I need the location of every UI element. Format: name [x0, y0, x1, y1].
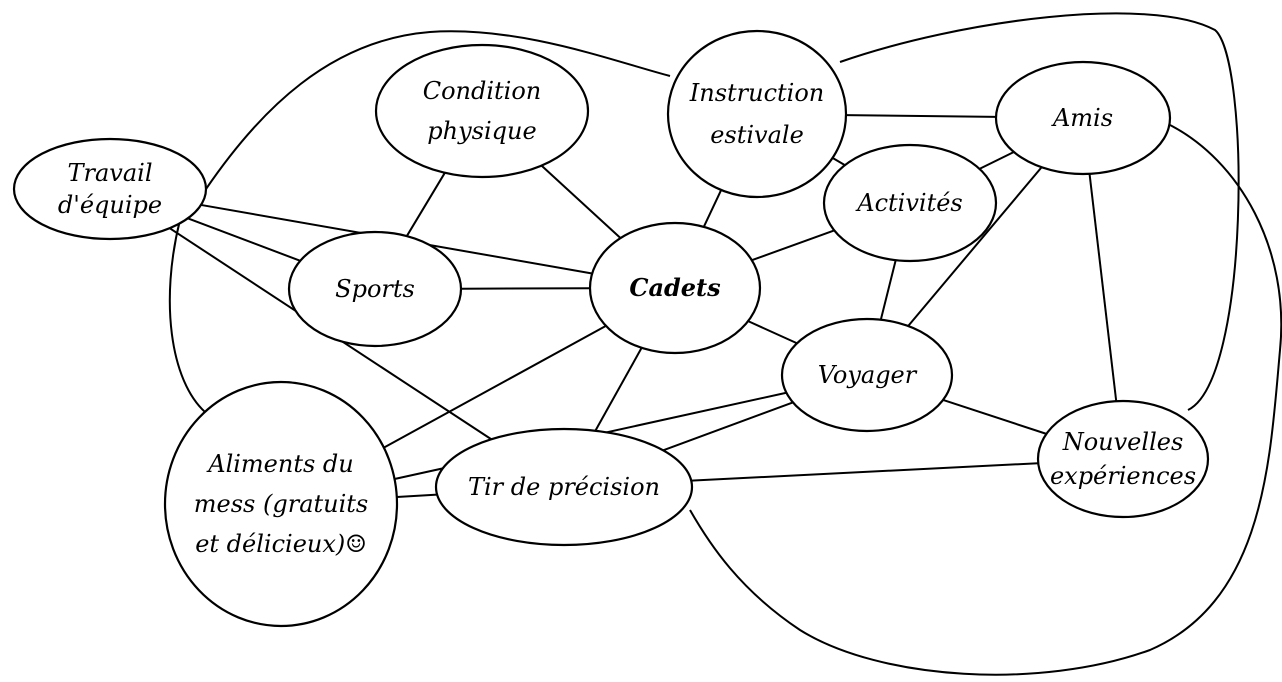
node-ellipse-sports	[287, 230, 463, 348]
edge-cadets-voyager	[747, 320, 798, 345]
node-label-aliments-line-2: et délicieux)☺	[195, 530, 367, 558]
edge-voyager-tir	[662, 401, 794, 452]
edge-amis-voyager	[907, 166, 1043, 327]
node-label-cadets-line-0: Cadets	[629, 273, 721, 302]
node-amis: Amis	[994, 60, 1172, 176]
node-label-tir-line-0: Tir de précision	[468, 473, 660, 501]
node-activites: Activités	[822, 143, 998, 263]
edge-instruction-activites	[832, 157, 846, 166]
node-travail: Travail d'équipe	[12, 137, 208, 241]
nodes-layer: Travail d'équipe Condition physique Instruct…	[12, 29, 1210, 628]
node-ellipse-voyager	[780, 317, 954, 433]
node-label-condition-line-1: physique	[427, 117, 536, 145]
node-label-amis-line-0: Amis	[1051, 104, 1113, 132]
edge-activites-voyager	[879, 259, 897, 320]
edge-aliments-tir	[396, 493, 438, 499]
node-label-condition-line-0: Condition	[423, 77, 542, 105]
node-voyager: Voyager	[780, 317, 954, 433]
edge-instruction-nouvelles	[839, 12, 1240, 411]
node-ellipse-amis	[994, 60, 1172, 176]
edge-instruction-cadets	[702, 189, 723, 228]
node-condition: Condition physique	[374, 43, 590, 179]
edge-voyager-nouvelles	[942, 399, 1047, 435]
node-label-nouvelles-line-1: expériences	[1050, 462, 1196, 490]
node-aliments: Aliments du mess (gratuits et délicieux)☺	[163, 380, 399, 628]
edge-travail-aliments	[168, 219, 206, 413]
node-cadets: Cadets	[588, 221, 762, 355]
edge-travail-instruction	[205, 30, 671, 190]
node-label-aliments-line-0: Aliments du	[206, 450, 354, 478]
edge-travail-sports	[187, 217, 301, 262]
node-label-activites-line-0: Activités	[855, 189, 963, 217]
node-ellipse-travail	[12, 137, 208, 241]
node-label-instruction-line-0: Instruction	[689, 79, 825, 107]
edge-amis-nouvelles	[1088, 173, 1118, 402]
edge-condition-cadets	[540, 164, 622, 239]
edge-amis-tir	[689, 123, 1282, 676]
node-label-aliments-line-1: mess (gratuits	[194, 490, 368, 518]
node-ellipse-nouvelles	[1036, 399, 1210, 519]
node-nouvelles: Nouvelles expériences	[1036, 399, 1210, 519]
edge-activites-cadets	[751, 229, 835, 262]
node-instruction: Instruction estivale	[666, 29, 848, 199]
node-sports: Sports	[287, 230, 463, 348]
node-ellipse-activites	[822, 143, 998, 263]
node-label-travail-line-0: Travail	[67, 159, 152, 187]
node-ellipse-cadets	[588, 221, 762, 355]
node-label-travail-line-1: d'équipe	[58, 191, 162, 219]
node-ellipse-condition	[374, 43, 590, 179]
edge-cadets-aliments	[383, 324, 607, 449]
node-tir: Tir de précision	[434, 427, 694, 547]
edge-instruction-amis	[845, 114, 997, 118]
edge-amis-activites	[979, 151, 1015, 170]
node-label-instruction-line-1: estivale	[710, 121, 804, 149]
node-label-voyager-line-0: Voyager	[818, 361, 918, 389]
edge-tir-nouvelles	[691, 462, 1039, 482]
node-ellipse-instruction	[666, 29, 848, 199]
edge-cadets-tir	[594, 347, 643, 432]
node-ellipse-tir	[434, 427, 694, 547]
node-ellipse-aliments	[163, 380, 399, 628]
edge-condition-sports	[405, 172, 446, 237]
node-label-sports-line-0: Sports	[335, 275, 415, 303]
node-label-nouvelles-line-0: Nouvelles	[1062, 428, 1184, 456]
